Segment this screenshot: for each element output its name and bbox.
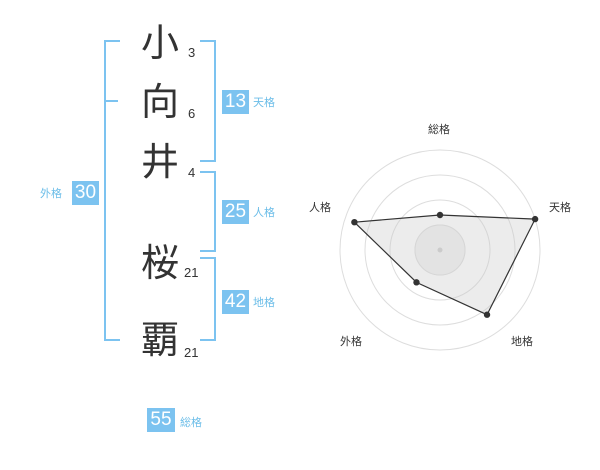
radar-label-soukaku: 総格 [428, 123, 450, 136]
tenkaku-label: 天格 [253, 96, 275, 109]
radar-ring [389, 199, 491, 301]
radar-point-4 [413, 279, 420, 286]
radar-point-2 [531, 215, 539, 223]
radar-point-5 [351, 218, 358, 226]
soukaku-label: 総格 [180, 416, 202, 429]
gaikaku-bracket-tick [104, 100, 118, 102]
radar-label-jinkaku: 人格 [309, 201, 331, 214]
soukaku-value-badge: 55 [147, 408, 175, 432]
tenkaku-bracket [200, 40, 216, 162]
radar-point-3 [483, 311, 491, 318]
gaikaku-value-badge: 30 [72, 181, 99, 205]
radar-area [353, 214, 537, 316]
radar-point-1 [436, 211, 444, 219]
chikaku-value-badge: 42 [222, 290, 249, 314]
radar-label-gaikaku: 外格 [340, 335, 362, 348]
jinkaku-bracket [200, 171, 216, 252]
chikaku-label: 地格 [253, 296, 275, 309]
stroke-count-1: 3 [188, 45, 196, 60]
radar-label-chikaku: 地格 [511, 335, 533, 348]
name-char-4: 桜 [141, 241, 180, 285]
radar-label-tenkaku: 天格 [549, 201, 571, 214]
radar-ring [339, 149, 541, 351]
stroke-count-2: 6 [188, 106, 196, 121]
stroke-count-3: 4 [188, 165, 196, 180]
name-char-5: 覇 [141, 318, 180, 362]
radar-ring [364, 174, 516, 326]
stroke-count-4: 21 [184, 265, 199, 280]
chikaku-bracket [200, 257, 216, 341]
tenkaku-value-badge: 13 [222, 90, 249, 114]
jinkaku-label: 人格 [253, 206, 275, 219]
name-char-2: 向 [141, 80, 180, 124]
radar-center-dot [437, 247, 443, 253]
jinkaku-value-badge: 25 [222, 200, 249, 224]
stroke-count-5: 21 [184, 345, 199, 360]
name-char-3: 井 [141, 140, 180, 184]
name-char-1: 小 [141, 21, 180, 65]
gaikaku-bracket [104, 40, 120, 341]
gaikaku-label: 外格 [40, 187, 62, 200]
